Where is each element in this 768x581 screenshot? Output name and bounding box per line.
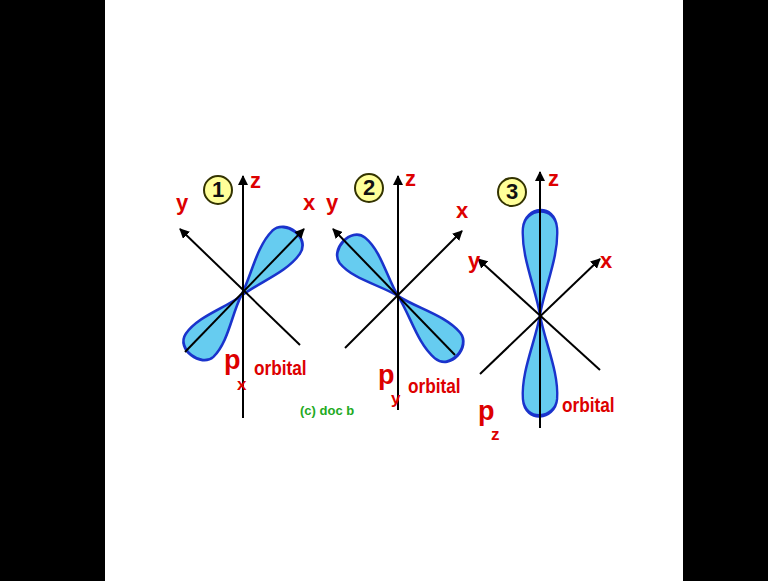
callout-number: 3 bbox=[506, 181, 518, 203]
py-lobes bbox=[330, 228, 470, 368]
callout-circle: 3 bbox=[497, 177, 527, 207]
black-border bbox=[683, 0, 768, 581]
axis-label: z bbox=[548, 168, 559, 190]
orbital-word: orbital bbox=[562, 394, 615, 415]
copyright-note: (c) doc b bbox=[300, 404, 354, 417]
callout-number: 2 bbox=[363, 177, 375, 199]
axes bbox=[478, 172, 600, 428]
axis-label: y bbox=[176, 192, 188, 214]
callout-circle: 2 bbox=[354, 173, 384, 203]
orbital-word: orbital bbox=[254, 357, 307, 378]
orbital-letter: p bbox=[478, 398, 495, 425]
orbital-subscript: x bbox=[237, 376, 246, 393]
black-border bbox=[0, 0, 105, 581]
axis-label: x bbox=[303, 192, 315, 214]
orbital-letter: p bbox=[378, 362, 395, 389]
orbital-word: orbital bbox=[408, 375, 461, 396]
orbital-subscript: z bbox=[491, 426, 500, 443]
axis-label: z bbox=[250, 170, 261, 192]
callout-circle: 1 bbox=[203, 175, 233, 205]
axis-label: y bbox=[326, 192, 338, 214]
axis-label: z bbox=[405, 168, 416, 190]
callout-number: 1 bbox=[212, 179, 224, 201]
orbital-letter: p bbox=[224, 347, 241, 374]
axes bbox=[180, 176, 304, 418]
orbital-subscript: y bbox=[391, 390, 400, 407]
axes bbox=[333, 176, 462, 410]
axis-label: x bbox=[600, 250, 612, 272]
axis-label: x bbox=[456, 200, 468, 222]
axis-label: y bbox=[468, 250, 480, 272]
